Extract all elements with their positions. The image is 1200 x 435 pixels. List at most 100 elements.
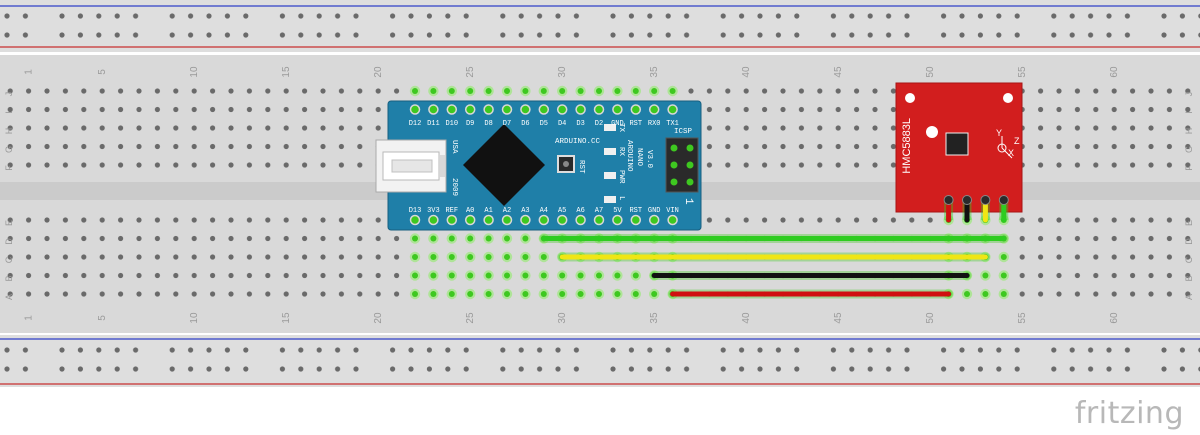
nano-led-pwr-label: PWR: [617, 170, 625, 184]
active-hole: [577, 88, 584, 94]
active-hole: [614, 88, 621, 94]
active-hole: [596, 291, 602, 297]
column-number: 55: [1017, 66, 1028, 78]
axis-x-label: X: [1008, 148, 1014, 158]
nano-pin-label: RX0: [648, 120, 661, 128]
row-letter: A: [4, 294, 14, 300]
nano-pin-label: RST: [629, 120, 642, 128]
row-letter: F: [4, 165, 14, 171]
column-number: 45: [833, 66, 844, 78]
nano-pin-bottom: [520, 214, 531, 226]
row-letter: H: [4, 128, 14, 135]
column-number: 40: [741, 66, 752, 78]
active-hole: [430, 291, 437, 297]
column-number: 15: [281, 66, 292, 78]
nano-pin-bottom: [409, 214, 421, 226]
nano-led-rx-label: RX: [617, 147, 625, 157]
column-number: 60: [1109, 312, 1120, 324]
row-letter-right: A: [1184, 294, 1194, 300]
active-hole: [982, 272, 989, 279]
active-hole: [430, 272, 437, 279]
nano-pin-top: [556, 104, 568, 115]
column-number: 30: [557, 312, 568, 324]
column-number: 40: [741, 312, 752, 324]
arduino-nano-board[interactable]: ARDUINO.CC USA 2009 RST ICSP ARDUINO NAN…: [375, 100, 702, 231]
column-number: 50: [925, 66, 936, 78]
nano-pin-label: 3V3: [427, 207, 440, 215]
nano-version: V3.0: [645, 150, 653, 169]
active-hole: [504, 254, 510, 260]
row-letter: B: [4, 275, 14, 281]
row-letter-right: E: [1184, 220, 1194, 226]
active-hole: [596, 272, 602, 279]
nano-year-label: 2009: [450, 178, 458, 196]
nano-rst-label: RST: [577, 160, 585, 174]
active-hole: [412, 254, 418, 260]
fritzing-logo: fritzing: [1074, 396, 1184, 431]
led-pwr: [604, 172, 616, 179]
row-letter-right: H: [1184, 128, 1194, 135]
active-hole: [522, 291, 529, 297]
nano-pin-label: D12: [409, 120, 422, 128]
active-hole: [1000, 291, 1007, 297]
nano-pin-bottom: [612, 214, 623, 226]
nano-site-label: ARDUINO.CC: [555, 138, 601, 146]
active-hole: [448, 272, 455, 279]
nano-pin-label: A7: [595, 207, 603, 215]
active-hole: [467, 88, 474, 94]
nano-pin-label: A1: [484, 207, 492, 215]
column-number: 10: [189, 66, 200, 78]
column-number: 45: [833, 312, 844, 324]
nano-pin-label: REF: [445, 207, 458, 215]
nano-pin-label: D3: [576, 120, 584, 128]
column-number: 30: [557, 66, 568, 78]
active-hole: [651, 291, 658, 297]
nano-pin-label: GND: [648, 207, 661, 215]
column-number: 15: [281, 312, 292, 324]
active-hole: [964, 291, 970, 297]
nano-pin-bottom: [556, 214, 568, 226]
active-hole: [448, 88, 455, 94]
active-hole: [577, 291, 584, 297]
nano-pin-top: [593, 104, 605, 115]
hmc5883l-sensor-board[interactable]: HMC5883L X Y Z: [895, 82, 1023, 223]
active-hole: [632, 291, 639, 297]
active-hole: [485, 272, 492, 279]
active-hole: [651, 88, 658, 94]
column-number: 5: [97, 69, 108, 75]
nano-pin-top: [667, 104, 678, 115]
row-letter: I: [4, 111, 14, 114]
nano-pin-top: [501, 104, 513, 115]
nano-pin-label: D10: [445, 120, 458, 128]
nano-pin-label: VIN: [666, 207, 679, 215]
active-hole: [412, 235, 418, 242]
nano-pin-label: D4: [558, 120, 566, 128]
active-hole: [596, 88, 602, 94]
active-hole: [559, 88, 566, 94]
nano-pin-label: 5V: [613, 207, 622, 215]
active-hole: [540, 254, 547, 260]
row-letter-right: I: [1184, 111, 1194, 114]
nano-pin-top: [409, 104, 421, 115]
nano-pin-top: [520, 104, 531, 115]
nano-led-l-label: L: [617, 196, 625, 201]
active-hole: [559, 272, 566, 279]
mount-hole: [1003, 93, 1013, 103]
active-hole: [504, 235, 510, 242]
row-letter-right: D: [1184, 238, 1194, 245]
nano-led-tx-label: TX: [617, 123, 625, 133]
nano-pin-bottom: [575, 214, 586, 226]
nano-pin-top: [538, 104, 550, 115]
active-hole: [467, 235, 474, 242]
active-hole: [540, 88, 547, 94]
column-number: 20: [373, 312, 384, 324]
mount-hole: [905, 93, 915, 103]
active-hole: [1000, 272, 1007, 279]
nano-pin-label: D7: [503, 120, 511, 128]
active-hole: [485, 291, 492, 297]
nano-pin-label: GND: [611, 120, 624, 128]
nano-pin-label: A3: [521, 207, 529, 215]
column-number: 10: [189, 312, 200, 324]
